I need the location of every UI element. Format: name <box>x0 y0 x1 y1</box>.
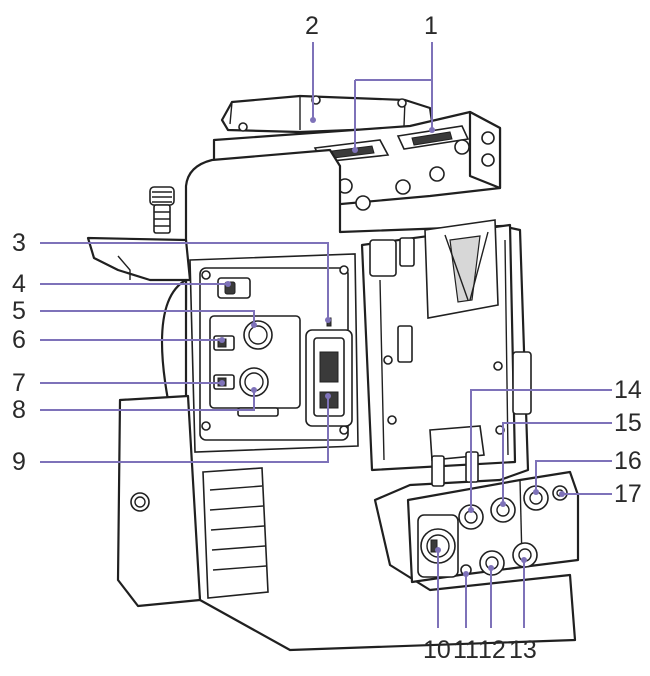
battery-mount <box>360 219 532 487</box>
callout-10: 10 <box>423 636 451 664</box>
grip-knob <box>149 186 175 234</box>
callout-4: 4 <box>12 270 26 298</box>
callout-14: 14 <box>614 376 642 404</box>
device-illustration <box>86 94 580 652</box>
callout-13: 13 <box>509 636 537 664</box>
callout-5: 5 <box>12 297 26 325</box>
callout-6: 6 <box>12 326 26 354</box>
callout-15: 15 <box>614 409 642 437</box>
callout-3: 3 <box>12 229 26 257</box>
callout-17: 17 <box>614 480 642 508</box>
callout-7: 7 <box>12 369 26 397</box>
callout-2: 2 <box>305 12 319 40</box>
left-lower-box <box>116 394 269 608</box>
callout-16: 16 <box>614 447 642 475</box>
callout-labels: 1 2 3 4 5 6 7 8 9 10 11 12 13 14 15 16 1… <box>12 12 642 664</box>
leader-lines <box>40 42 612 628</box>
callout-8: 8 <box>12 396 26 424</box>
callout-9: 9 <box>12 448 26 476</box>
callout-12: 12 <box>478 636 506 664</box>
callout-1: 1 <box>424 12 438 40</box>
connector-panel <box>406 470 580 584</box>
callout-11: 11 <box>453 636 479 664</box>
control-panel <box>189 253 359 453</box>
